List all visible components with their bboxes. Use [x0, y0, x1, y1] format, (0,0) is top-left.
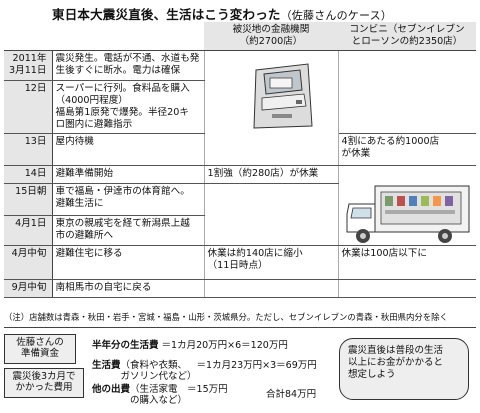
row-life: 屋内待機: [52, 133, 205, 166]
row-life: 避難住宅に移る: [52, 245, 205, 280]
header-bank: 被災地の金融機関 （約2700店）: [204, 22, 338, 51]
bank-empty-cell: [204, 279, 339, 298]
header-empty: [4, 22, 52, 51]
row-date: 4月中旬: [4, 245, 53, 280]
mobile-store-truck-icon: [346, 185, 470, 243]
row-bank: 1割強（約280店）が休業: [204, 165, 339, 184]
footnote: （注）店舗数は青森・秋田・岩手・宮城・福島・山形・茨城県分。ただし、セブンイレブ…: [4, 312, 448, 322]
row-life: 東京の親戚宅を経て新潟県上越 市の避難所へ: [52, 215, 205, 246]
header-row: 被災地の金融機関 （約2700店） コンビニ（セブンイレブン とローソンの約23…: [4, 22, 476, 51]
advice-bubble: 震災直後は普段の生活 以上にお金がかかると 想定しよう: [339, 338, 469, 400]
table-row: 12日 スーパーに行列。食料品を購入 （4000円程度） 福島第1原発で爆発。半…: [4, 80, 476, 134]
label-costs: 震災後3カ月で かかった費用: [4, 368, 84, 398]
conv-empty-cell: [338, 50, 476, 134]
row-date: 12日: [4, 80, 53, 134]
cost-line-paren: （生活家電 の購入など）: [130, 384, 188, 406]
cost-line-head: 他の出費: [92, 384, 131, 395]
cost-line-calc: ＝1カ月20万円×6＝120万円: [161, 340, 288, 351]
row-conv: 休業は100店以下に: [338, 245, 476, 280]
cost-line-paren: （食料や衣類、 ガソリン代など）: [120, 360, 197, 382]
subtitle-text: （佐藤さんのケース）: [280, 9, 393, 22]
cost-line-calc: ＝15万円: [187, 384, 228, 395]
row-life: 震災発生。電話が不通、水道も発 生後すぐに断水。電力は確保: [52, 50, 205, 81]
table-row: 4月1日 東京の親戚宅を経て新潟県上越 市の避難所へ: [4, 215, 476, 246]
row-date: 13日: [4, 133, 53, 166]
bank-empty-cell: [204, 183, 339, 246]
conv-empty-cell: [338, 279, 476, 298]
timeline-table: 被災地の金融機関 （約2700店） コンビニ（セブンイレブン とローソンの約23…: [4, 22, 476, 298]
table-row: 15日朝 車で福島・伊達市の体育館へ。 避難生活に: [4, 183, 476, 246]
cost-section: 佐藤さんの 準備資金 震災後3カ月で かかった費用 半年分の生活費 ＝1カ月20…: [4, 327, 476, 410]
row-date: 4月1日: [4, 215, 53, 246]
row-life: 避難準備開始: [52, 165, 205, 184]
cost-line-head: 半年分の生活費: [92, 340, 159, 351]
cost-line-head: 生活費: [92, 360, 121, 371]
row-life: 車で福島・伊達市の体育館へ。 避難生活に: [52, 183, 205, 216]
table-row: 4月中旬 避難住宅に移る 休業は約140店に縮小 （11日時点） 休業は100店…: [4, 245, 476, 280]
row-date: 9月中旬: [4, 279, 53, 298]
cost-line-savings: 半年分の生活費 ＝1カ月20万円×6＝120万円: [92, 340, 288, 351]
cost-total: 合計84万円: [266, 389, 317, 400]
cost-line-calc: ＝1カ月23万円×3＝69万円: [196, 360, 317, 371]
header-conv: コンビニ（セブンイレブン とローソンの約2350店）: [338, 22, 476, 51]
page-title: 東日本大震災直後、生活はこう変わった（佐藤さんのケース）: [52, 4, 392, 23]
row-date: 14日: [4, 165, 53, 184]
row-life: 南相馬市の自宅に戻る: [52, 279, 205, 298]
header-life: [52, 22, 204, 51]
table-row: 9月中旬 南相馬市の自宅に戻る: [4, 279, 476, 298]
row-conv: 4割にあたる約1000店 が休業: [338, 133, 476, 166]
atm-illustration-icon: [253, 63, 313, 129]
row-date: 15日朝: [4, 183, 53, 216]
title-text: 東日本大震災直後、生活はこう変わった: [52, 7, 281, 22]
row-life: スーパーに行列。食料品を購入 （4000円程度） 福島第1原発で爆発。半径20キ…: [52, 80, 205, 134]
table-row: 2011年 3月11日 震災発生。電話が不通、水道も発 生後すぐに断水。電力は確…: [4, 50, 476, 166]
table-row: 13日 屋内待機 4割にあたる約1000店 が休業: [4, 133, 476, 166]
row-bank: 休業は約140店に縮小 （11日時点）: [204, 245, 339, 280]
cost-line-living: 生活費（食料や衣類、 ガソリン代など）＝1カ月23万円×3＝69万円: [92, 360, 317, 382]
row-date: 2011年 3月11日: [4, 50, 53, 81]
cost-line-other: 他の出費（生活家電 の購入など）＝15万円: [92, 384, 228, 406]
label-savings: 佐藤さんの 準備資金: [4, 334, 76, 364]
